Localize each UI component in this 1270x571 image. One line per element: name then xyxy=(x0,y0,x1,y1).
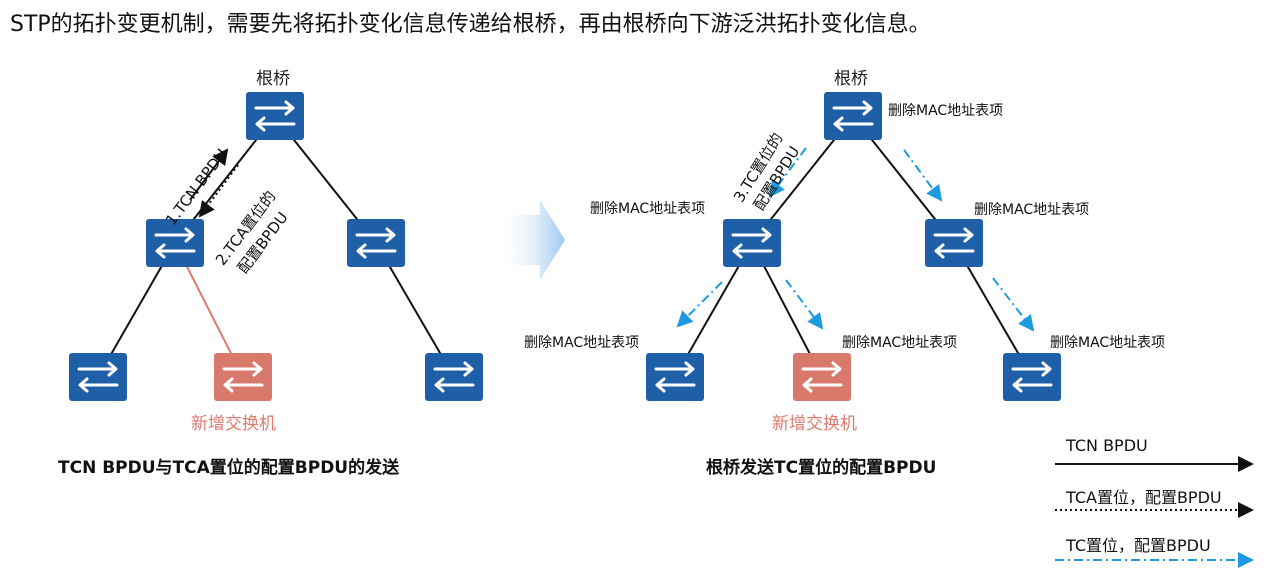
right-caption: 根桥发送TC置位的配置BPDU xyxy=(706,458,937,478)
mac-label-mid-b: 删除MAC地址表项 xyxy=(974,202,1090,218)
left-caption: TCN BPDU与TCA置位的配置BPDU的发送 xyxy=(58,458,400,478)
right-leaf-switch-c xyxy=(1001,351,1063,403)
right-mid-switch-a xyxy=(721,217,783,269)
legend-tcn-label: TCN BPDU xyxy=(1066,436,1148,455)
mac-label-mid-a: 删除MAC地址表项 xyxy=(590,201,706,217)
right-leaf-switch-a xyxy=(644,351,706,403)
right-mid-switch-b xyxy=(923,217,985,269)
right-new-switch xyxy=(791,351,853,403)
right-new-switch-label: 新增交换机 xyxy=(772,414,857,434)
mac-label-leaf-c: 删除MAC地址表项 xyxy=(1050,335,1166,351)
mac-label-leaf-b: 删除MAC地址表项 xyxy=(842,335,958,351)
mac-label-leaf-a: 删除MAC地址表项 xyxy=(524,335,640,351)
left-leaf-switch-a xyxy=(67,351,129,403)
page-title: STP的拓扑变更机制，需要先将拓扑变化信息传递给根桥，再由根桥向下游泛洪拓扑变化… xyxy=(10,12,931,37)
left-leaf-switch-c xyxy=(423,351,485,403)
legend-tc-label: TC置位，配置BPDU xyxy=(1066,536,1211,555)
left-mid-switch-b xyxy=(345,217,407,269)
left-new-switch-label: 新增交换机 xyxy=(191,414,276,434)
left-new-switch xyxy=(212,351,274,403)
transition-arrow xyxy=(495,200,565,280)
left-root-switch xyxy=(244,90,306,142)
tc-arrows xyxy=(676,147,1035,332)
tcn-arrow xyxy=(189,148,229,201)
right-root-label: 根桥 xyxy=(834,69,868,89)
left-root-label: 根桥 xyxy=(256,69,290,89)
mac-label-root: 删除MAC地址表项 xyxy=(888,103,1004,119)
right-root-switch xyxy=(822,90,884,142)
tca-arrow xyxy=(198,164,239,218)
legend-tca-label: TCA置位，配置BPDU xyxy=(1066,488,1222,507)
